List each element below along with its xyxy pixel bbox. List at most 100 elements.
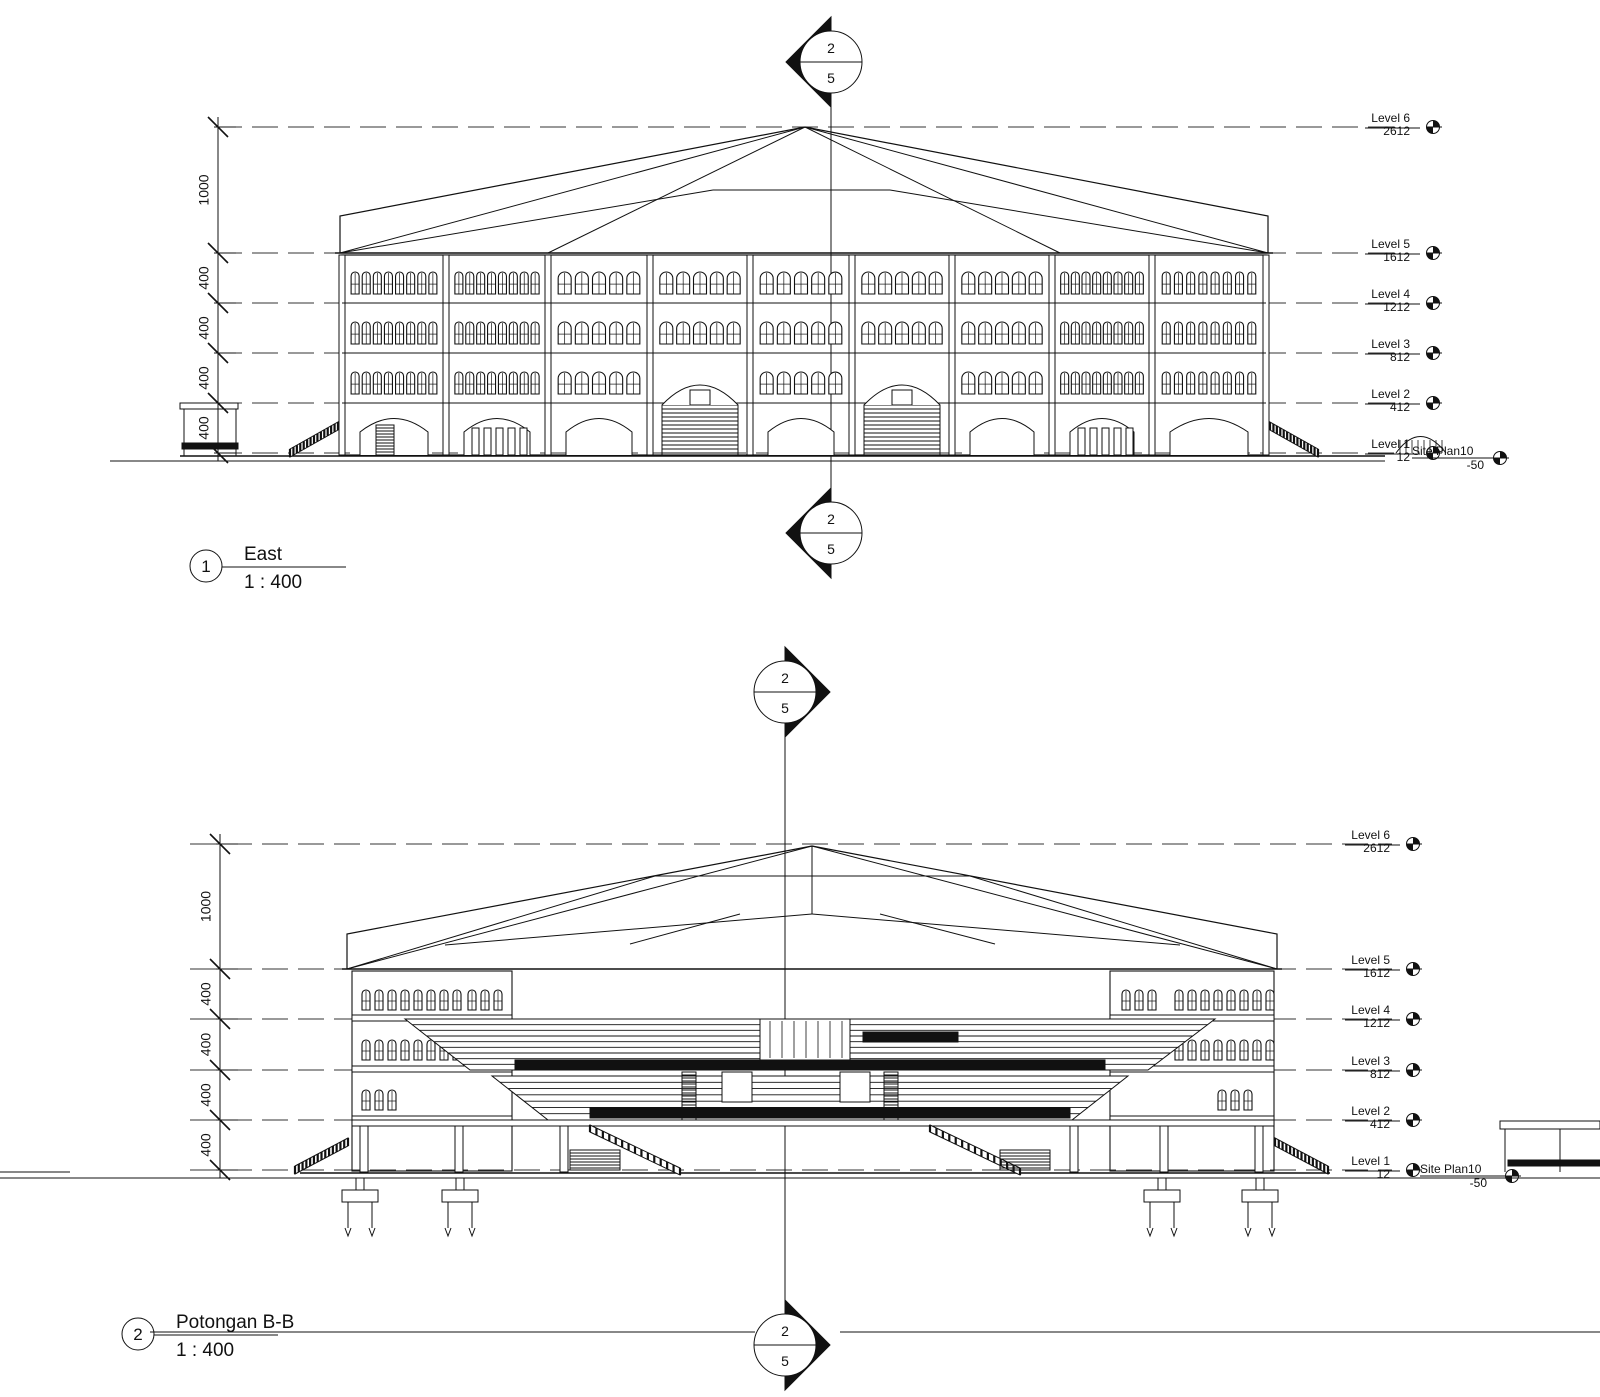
level-datum-icon — [1426, 296, 1442, 310]
section-tag-sheet-number: 2 — [827, 511, 835, 527]
level-elevation: 2612 — [1363, 841, 1390, 855]
foundations — [341, 1177, 1279, 1238]
level-datum-icon — [1406, 1113, 1422, 1127]
tribune-upper — [403, 1018, 1217, 1071]
dimension-value: 400 — [198, 982, 214, 1006]
lower-railing — [589, 1107, 1071, 1119]
level-datum-icon — [1406, 962, 1422, 976]
level-name: Level 2 — [1351, 1104, 1390, 1118]
site-level-name: Site Plan10 — [1412, 444, 1474, 458]
grand-stair — [863, 404, 941, 456]
dimension-value: 400 — [196, 266, 212, 290]
section-tag-drawing-number: 5 — [827, 70, 835, 86]
site-level: Site Plan10-50 — [1412, 444, 1509, 472]
exit-stair — [569, 1149, 621, 1171]
level-name: Level 3 — [1351, 1054, 1390, 1068]
level-elevation: 812 — [1370, 1067, 1390, 1081]
side-blocks — [351, 970, 1275, 1172]
site-level-elevation: -50 — [1467, 458, 1485, 472]
dimension-value: 400 — [196, 366, 212, 390]
level-datum-icon — [1406, 837, 1422, 851]
section-tag-sheet-number: 2 — [827, 40, 835, 56]
level-elevation: 12 — [1377, 1167, 1391, 1181]
level-datum-icon — [1406, 1012, 1422, 1026]
level-datum-icon — [1426, 346, 1442, 360]
section-tag-sheet-number: 2 — [781, 1323, 789, 1339]
level-elevation: 2612 — [1383, 124, 1410, 138]
ground-arch — [1169, 418, 1249, 455]
site-level-elevation: -50 — [1470, 1176, 1488, 1190]
view-title-text: East — [244, 544, 283, 565]
level-datum-icon — [1426, 246, 1442, 260]
section-tag-drawing-number: 5 — [781, 1353, 789, 1369]
dimension-value: 400 — [198, 1033, 214, 1057]
level-elevation: 412 — [1370, 1117, 1390, 1131]
tribune-railing — [514, 1059, 1106, 1071]
tribune-lower — [490, 1071, 1130, 1121]
aisle-stair — [883, 1071, 899, 1121]
structure — [351, 1119, 1275, 1173]
section-tag-drawing-number: 5 — [781, 700, 789, 716]
upper-railing — [862, 1031, 959, 1043]
landscape-element — [1395, 436, 1447, 454]
view-number-bubble — [121, 1317, 155, 1351]
side-stair — [375, 424, 395, 456]
level-line: Level 112 — [190, 1154, 1422, 1181]
roof-truss — [342, 845, 1282, 970]
view-scale: 1 : 400 — [176, 1340, 234, 1361]
level-name: Level 5 — [1371, 237, 1410, 251]
dimension-value: 1000 — [196, 174, 212, 205]
ramp-left — [288, 421, 340, 458]
section-tag-bottom: 25 — [785, 486, 863, 580]
view-number-bubble — [189, 549, 223, 583]
site-datum-icon — [1493, 451, 1509, 465]
level-elevation: 1212 — [1383, 300, 1410, 314]
level-name: Level 4 — [1351, 1003, 1390, 1017]
shelter-right — [1499, 1120, 1600, 1172]
level-datum-icon — [1406, 1163, 1422, 1177]
dimension-value: 400 — [196, 416, 212, 440]
section-tag-drawing-number: 5 — [827, 541, 835, 557]
level-name: Level 6 — [1371, 111, 1410, 125]
level-elevation: 12 — [1397, 450, 1411, 464]
section-tag-top: 25 — [785, 15, 863, 109]
dimension-value: 400 — [196, 316, 212, 340]
site-level-name: Site Plan10 — [1420, 1162, 1482, 1176]
ground-arch — [565, 418, 633, 455]
level-elevation: 412 — [1390, 400, 1410, 414]
ground-arch — [767, 418, 835, 455]
ground-arch — [969, 418, 1035, 455]
dimension-chain: 1000 400 400 400 400 — [196, 116, 236, 464]
level-name: Level 2 — [1371, 387, 1410, 401]
level-datum-icon — [1426, 396, 1442, 410]
view-title: 2 Potongan B-B 1 : 400 — [121, 1312, 294, 1361]
dimension-value: 1000 — [198, 891, 214, 922]
level-name: Level 6 — [1351, 828, 1390, 842]
section-tag-sheet-number: 2 — [781, 670, 789, 686]
level-datum-icon — [1406, 1063, 1422, 1077]
level-name: Level 4 — [1371, 287, 1410, 301]
ramp-right — [1273, 1137, 1330, 1175]
section-tag-top: 25 — [753, 645, 831, 739]
level-elevation: 1612 — [1363, 966, 1390, 980]
exit-stair — [999, 1149, 1051, 1171]
roof — [335, 126, 1273, 254]
facade — [338, 254, 1270, 456]
view-number: 2 — [133, 1325, 142, 1344]
level-name: Level 5 — [1351, 953, 1390, 967]
view-title-text: Potongan B-B — [176, 1312, 294, 1333]
aisle-stair — [681, 1071, 697, 1121]
site-datum-icon — [1505, 1169, 1521, 1183]
ramp-right — [1268, 421, 1320, 458]
ramp-left — [293, 1137, 350, 1175]
level-datum-icon — [1426, 120, 1442, 134]
level-elevation: 1212 — [1363, 1016, 1390, 1030]
grand-stair — [661, 404, 739, 456]
view-scale: 1 : 400 — [244, 572, 302, 593]
